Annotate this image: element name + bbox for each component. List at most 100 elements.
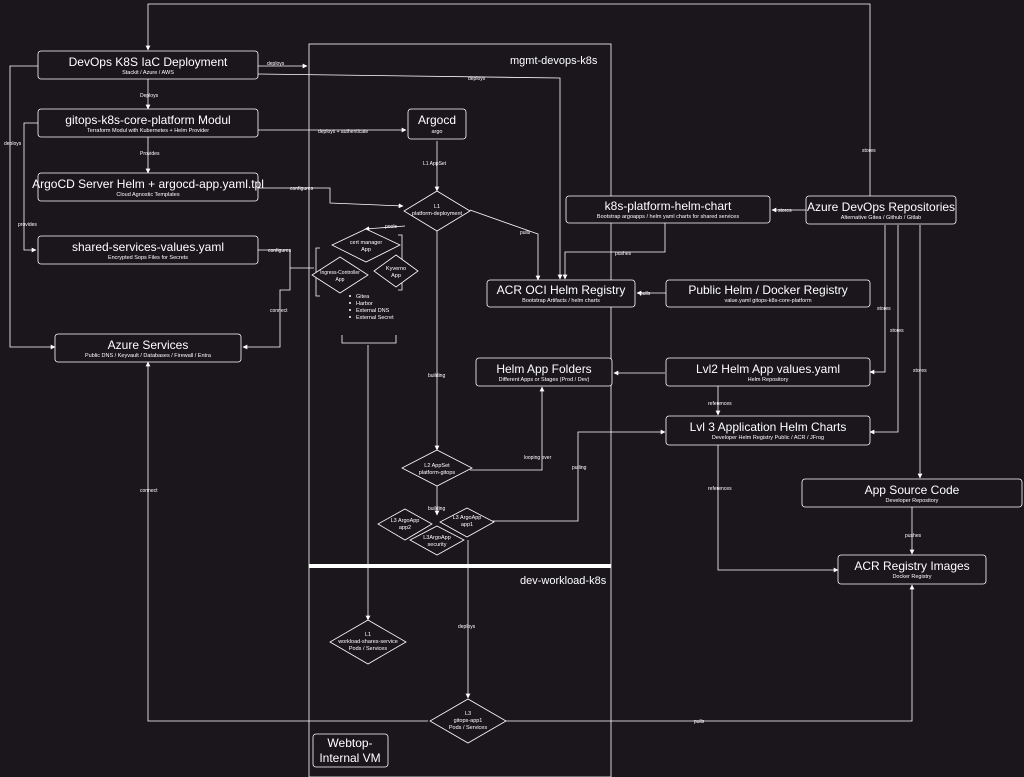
node-acr-images[interactable]: ACR Registry Images Docker Registry	[837, 554, 987, 585]
diamond-l3-app1[interactable]: L3 ArgoApp app1	[439, 507, 495, 538]
label-deploys-mid: Deploys	[140, 93, 159, 99]
svg-text:platform-deployment: platform-deployment	[412, 211, 463, 217]
node-title: ACR OCI Helm Registry	[497, 283, 626, 297]
node-title: DevOps K8S IaC Deployment	[69, 55, 228, 69]
node-sub: Alternative Gitea / Github / Gitlab	[841, 215, 921, 221]
webtop-internal-vm[interactable]: Webtop- Internal VM	[312, 733, 389, 768]
label-deploys-auth: deploys + authenticate	[318, 129, 368, 135]
svg-text:L1: L1	[365, 632, 371, 638]
connectors	[9, 3, 923, 722]
bullet-item: External DNS	[356, 308, 390, 314]
svg-text:App: App	[391, 273, 401, 279]
label-provides-left: provides	[18, 222, 37, 228]
label-l1-appset: L1 AppSet	[423, 161, 447, 167]
node-azure-devops[interactable]: Azure DevOps Repositories Alternative Gi…	[805, 195, 957, 225]
node-title: Helm App Folders	[496, 362, 591, 376]
label-pulls-public: pulls	[640, 291, 651, 297]
label-pools: pools	[385, 224, 397, 230]
node-title: shared-services-values.yaml	[72, 240, 224, 254]
svg-text:platform-gitops: platform-gitops	[419, 470, 456, 476]
svg-text:app2: app2	[399, 525, 411, 531]
node-sub: Docker Registry	[892, 574, 931, 580]
node-title: k8s-platform-helm-chart	[605, 199, 732, 213]
label-stores2: stores	[890, 328, 904, 334]
diamond-cert-manager[interactable]: cert manager App	[331, 228, 401, 263]
diamond-l1-workload[interactable]: L1 workload-shares-service Pods / Servic…	[329, 619, 407, 665]
node-app-source[interactable]: App Source Code Developer Repository	[801, 478, 1023, 508]
node-helm-app-folders[interactable]: Helm App Folders Different Apps or Stage…	[475, 357, 613, 387]
svg-text:cert manager: cert manager	[350, 240, 383, 246]
node-platform-helm-chart[interactable]: k8s-platform-helm-chart Bootstrap argoap…	[565, 195, 771, 224]
node-title: ACR Registry Images	[854, 559, 969, 573]
node-lvl2-values[interactable]: Lvl2 Helm App values.yaml Helm Repositor…	[665, 357, 871, 387]
diamond-l1-platform[interactable]: L1 platform-deployment	[403, 190, 471, 232]
svg-text:Pods / Services: Pods / Services	[449, 725, 487, 731]
diamond-l3-app2[interactable]: L3 ArgoApp app2	[377, 508, 433, 541]
node-sub: Public DNS / Keyvault / Databases / Fire…	[85, 353, 212, 359]
svg-text:L2 AppSet: L2 AppSet	[424, 463, 450, 469]
diamond-ingress[interactable]: Ingress-Controller App	[311, 256, 369, 294]
node-title: Azure DevOps Repositories	[807, 200, 955, 214]
svg-text:Ingress-Controller: Ingress-Controller	[320, 270, 360, 276]
node-title: Azure Services	[108, 338, 189, 352]
label-building2: building	[428, 506, 445, 512]
label-pushes2: pushes	[905, 533, 922, 539]
node-devops-iac[interactable]: DevOps K8S IaC Deployment Stackit / Azur…	[37, 50, 259, 80]
svg-text:app1: app1	[461, 522, 473, 528]
label-looping: looping over	[524, 455, 552, 461]
webtop-label-2: Internal VM	[319, 751, 380, 765]
svg-text:Pods / Services: Pods / Services	[349, 646, 387, 652]
node-public-helm[interactable]: Public Helm / Docker Registry value.yaml…	[665, 279, 871, 308]
svg-text:workload-shares-service: workload-shares-service	[337, 639, 398, 645]
node-sub: Different Apps or Stages (Prod / Dev)	[499, 377, 590, 383]
node-title: Lvl 3 Application Helm Charts	[690, 420, 847, 434]
shared-service-list: Gitea Harbor External DNS External Secre…	[349, 294, 394, 321]
diamond-l3-security[interactable]: L3ArgoApp security	[409, 525, 465, 556]
label-deploys-top: deploys	[267, 61, 285, 67]
bullet-item: Harbor	[356, 301, 373, 307]
svg-text:Kyverno: Kyverno	[386, 266, 406, 272]
node-gitops-module[interactable]: gitops-k8s-core-platform Modul Terraform…	[37, 108, 259, 138]
node-sub: Encrypted Sops Files for Secrets	[108, 255, 188, 261]
bullet-item: External Secret	[356, 315, 394, 321]
label-pulls-bottom: pulls	[694, 719, 705, 725]
node-acr-oci[interactable]: ACR OCI Helm Registry Bootstrap Artifact…	[486, 279, 636, 308]
label-configures1: configures	[290, 186, 314, 192]
node-sub: Bootstrap Artifacts / helm charts	[522, 298, 600, 304]
node-sub: Terraform Modul with Kubernetes + Helm P…	[87, 128, 209, 134]
svg-text:App: App	[336, 277, 345, 283]
diamond-kyverno[interactable]: Kyverno App	[373, 254, 419, 288]
label-stores-arrow: stores	[778, 208, 792, 214]
svg-text:gitops-app1: gitops-app1	[454, 718, 483, 724]
label-pushes1: pushes	[615, 251, 632, 257]
diamond-l3-gitops-app1[interactable]: L3 gitops-app1 Pods / Services	[429, 698, 507, 744]
svg-text:L3 ArgoApp: L3 ArgoApp	[391, 518, 420, 524]
node-title: App Source Code	[865, 483, 960, 497]
node-title: Argocd	[418, 113, 456, 127]
label-deploys-dev: deploys	[458, 624, 476, 630]
node-title: Public Helm / Docker Registry	[688, 283, 847, 297]
node-title: Lvl2 Helm App values.yaml	[696, 362, 840, 376]
node-azure-services[interactable]: Azure Services Public DNS / Keyvault / D…	[54, 333, 242, 363]
svg-text:L3: L3	[465, 711, 471, 717]
svg-text:L3ArgoApp: L3ArgoApp	[423, 535, 451, 541]
label-stores-top: stores	[862, 148, 876, 154]
node-sub: Bootstrap argoapps / helm yaml charts fo…	[597, 214, 739, 220]
svg-text:L1: L1	[434, 204, 440, 210]
node-lvl3-charts[interactable]: Lvl 3 Application Helm Charts Developer …	[665, 415, 871, 446]
node-argocd[interactable]: Argocd argo	[407, 108, 467, 140]
node-argocd-server[interactable]: ArgoCD Server Helm + argocd-app.yaml.tpl…	[32, 172, 264, 202]
region-dev-label: dev-workload-k8s	[520, 575, 607, 587]
label-connect2: connect	[140, 488, 158, 494]
svg-text:L3 ArgoApp: L3 ArgoApp	[453, 515, 482, 521]
bullet-item: Gitea	[356, 294, 370, 300]
node-sub: Cloud Agnostic Templates	[116, 192, 179, 198]
label-pulls1: pulls	[520, 230, 531, 236]
node-sub: value.yaml gitops-k8s-core-platform	[724, 298, 812, 304]
region-mgmt-label: mgmt-devops-k8s	[510, 55, 598, 67]
label-configures2: configures	[268, 248, 292, 254]
diamond-l2-appset[interactable]: L2 AppSet platform-gitops	[401, 449, 473, 487]
node-shared-values[interactable]: shared-services-values.yaml Encrypted So…	[37, 235, 259, 265]
node-sub: argo	[431, 129, 442, 135]
